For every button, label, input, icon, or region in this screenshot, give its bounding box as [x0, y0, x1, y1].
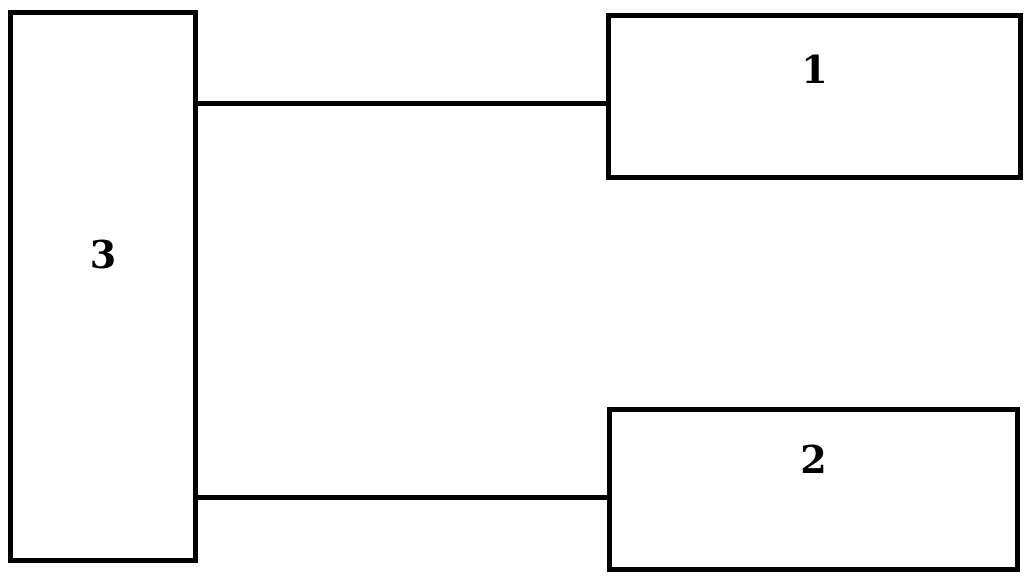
- block-1: 1: [606, 13, 1023, 180]
- connector-3-to-1: [198, 101, 607, 106]
- connector-3-to-2: [198, 495, 607, 500]
- block-3: 3: [8, 10, 198, 563]
- block-2: 2: [607, 407, 1020, 572]
- block-3-label: 3: [89, 232, 117, 277]
- block-1-label: 1: [801, 47, 828, 92]
- block-2-label: 2: [800, 437, 827, 482]
